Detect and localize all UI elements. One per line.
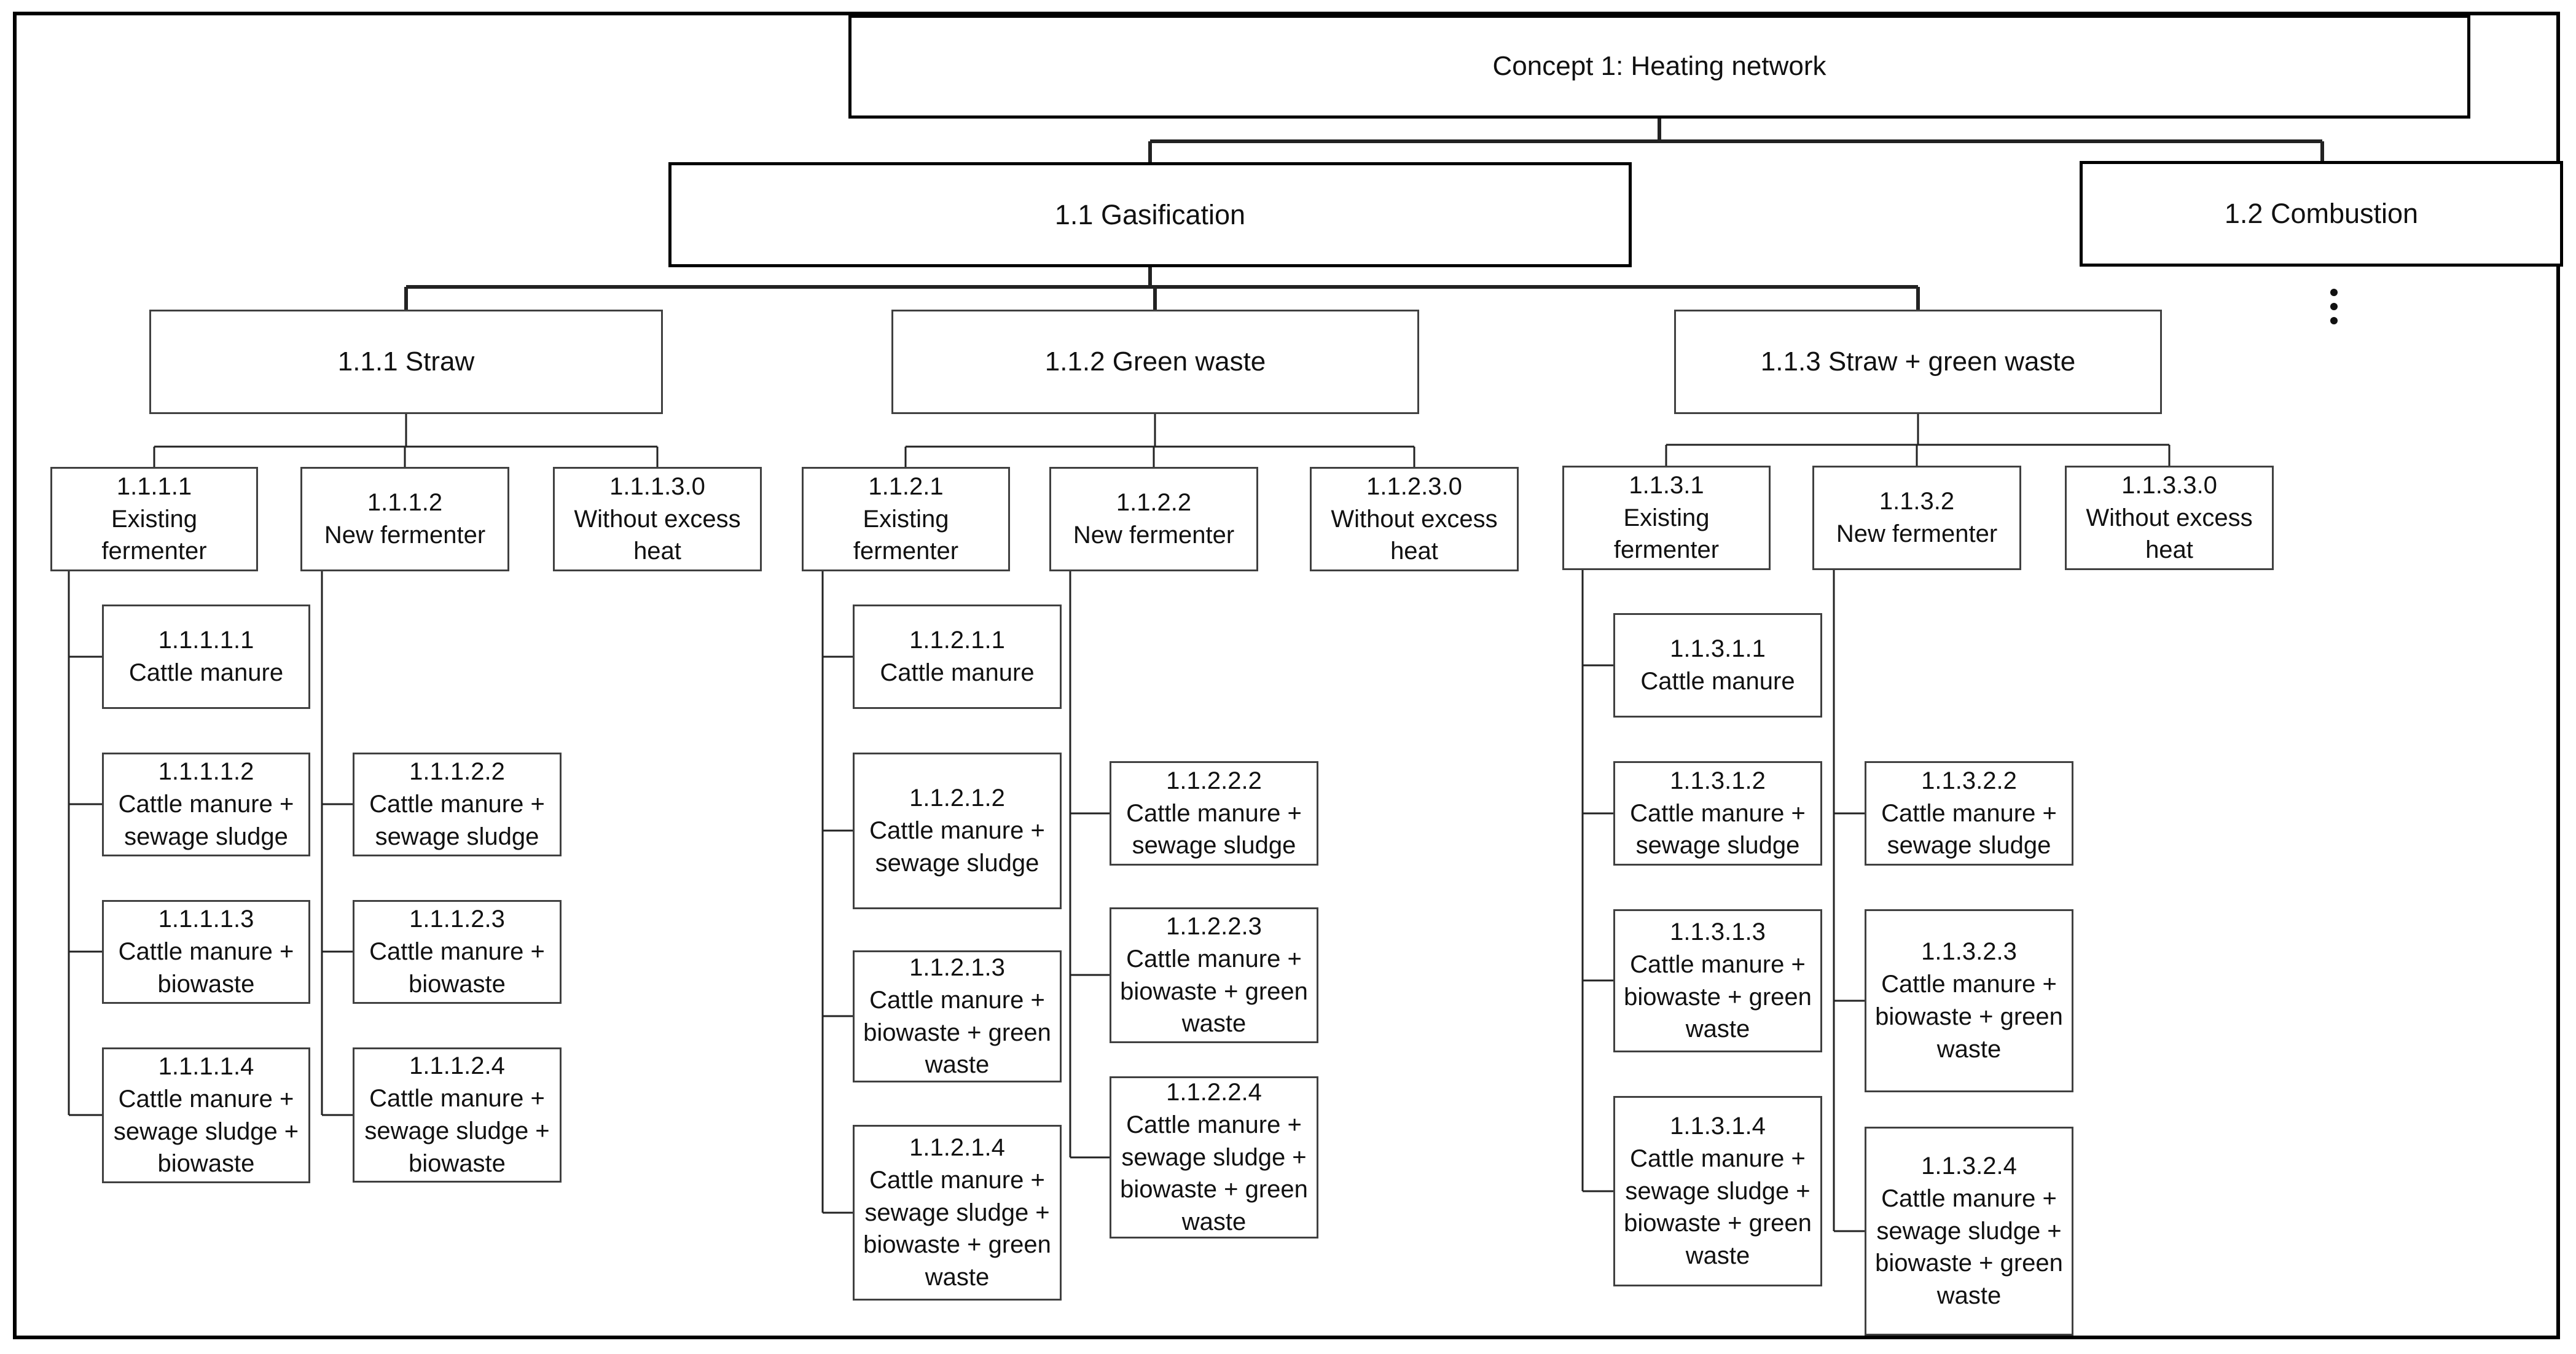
feedstock-label: 1.1.3.2.2 Cattle manure + sewage sludge (1881, 767, 2057, 859)
feedstock-node-1-1-3-2-4: 1.1.3.2.4 Cattle manure + sewage sludge … (1865, 1127, 2073, 1336)
fermenter-node-1-1-2-2: 1.1.2.2 New fermenter (1049, 467, 1258, 571)
fermenter-label: 1.1.3.2 New fermenter (1836, 488, 1998, 547)
feedstock-node-1-1-3-2-3: 1.1.3.2.3 Cattle manure + biowaste + gre… (1865, 909, 2073, 1092)
feedstock-label: 1.1.1.2.4 Cattle manure + sewage sludge … (364, 1052, 550, 1177)
diagram-border (13, 12, 2560, 1339)
combustion-node: 1.2 Combustion (2080, 161, 2563, 267)
feedstock-node-1-1-2-2-3: 1.1.2.2.3 Cattle manure + biowaste + gre… (1110, 907, 1318, 1043)
gasification-node: 1.1 Gasification (668, 162, 1632, 267)
feedstock-label: 1.1.3.2.4 Cattle manure + sewage sludge … (1875, 1152, 2063, 1310)
feedstock-label: 1.1.2.1.2 Cattle manure + sewage sludge (869, 785, 1045, 877)
feedstock-label: 1.1.3.1.2 Cattle manure + sewage sludge (1630, 767, 1806, 859)
feedstock-label: 1.1.2.2.4 Cattle manure + sewage sludge … (1120, 1079, 1308, 1236)
green-waste-label: 1.1.2 Green waste (1044, 346, 1266, 377)
fermenter-node-1-1-2-3-0: 1.1.2.3.0 Without excess heat (1310, 467, 1519, 571)
fermenter-label: 1.1.2.2 New fermenter (1073, 489, 1235, 549)
combustion-label: 1.2 Combustion (2224, 198, 2419, 230)
fermenter-label: 1.1.1.1 Existing fermenter (101, 472, 207, 565)
feedstock-node-1-1-2-2-4: 1.1.2.2.4 Cattle manure + sewage sludge … (1110, 1076, 1318, 1239)
feedstock-label: 1.1.2.2.3 Cattle manure + biowaste + gre… (1120, 912, 1308, 1038)
feedstock-label: 1.1.1.1.4 Cattle manure + sewage sludge … (113, 1052, 299, 1178)
feedstock-label: 1.1.2.1.1 Cattle manure (880, 627, 1035, 686)
straw-node: 1.1.1 Straw (149, 310, 663, 414)
straw-label: 1.1.1 Straw (337, 346, 475, 377)
feedstock-node-1-1-1-1-2: 1.1.1.1.2 Cattle manure + sewage sludge (102, 753, 310, 856)
green-waste-node: 1.1.2 Green waste (891, 310, 1419, 414)
feedstock-label: 1.1.2.1.4 Cattle manure + sewage sludge … (863, 1134, 1051, 1291)
feedstock-label: 1.1.1.1.3 Cattle manure + biowaste (118, 906, 294, 998)
feedstock-label: 1.1.2.2.2 Cattle manure + sewage sludge (1126, 767, 1302, 859)
fermenter-label: 1.1.2.3.0 Without excess heat (1331, 472, 1498, 565)
feedstock-label: 1.1.3.1.3 Cattle manure + biowaste + gre… (1624, 918, 1812, 1043)
root-label: Concept 1: Heating network (1492, 51, 1826, 82)
fermenter-node-1-1-1-1: 1.1.1.1 Existing fermenter (50, 467, 258, 571)
fermenter-label: 1.1.3.3.0 Without excess heat (2086, 471, 2253, 564)
fermenter-node-1-1-3-3-0: 1.1.3.3.0 Without excess heat (2065, 466, 2274, 570)
feedstock-label: 1.1.3.1.1 Cattle manure (1640, 635, 1795, 695)
feedstock-node-1-1-1-2-3: 1.1.1.2.3 Cattle manure + biowaste (353, 900, 562, 1004)
straw-green-waste-node: 1.1.3 Straw + green waste (1674, 310, 2162, 414)
fermenter-label: 1.1.2.1 Existing fermenter (853, 472, 959, 565)
feedstock-node-1-1-1-2-2: 1.1.1.2.2 Cattle manure + sewage sludge (353, 753, 562, 856)
feedstock-label: 1.1.1.1.2 Cattle manure + sewage sludge (118, 758, 294, 850)
fermenter-node-1-1-1-3-0: 1.1.1.3.0 Without excess heat (553, 467, 762, 571)
root-node: Concept 1: Heating network (848, 15, 2470, 119)
fermenter-node-1-1-3-2: 1.1.3.2 New fermenter (1812, 466, 2021, 570)
feedstock-node-1-1-3-1-2: 1.1.3.1.2 Cattle manure + sewage sludge (1613, 761, 1822, 866)
fermenter-label: 1.1.1.3.0 Without excess heat (574, 472, 741, 565)
fermenter-node-1-1-3-1: 1.1.3.1 Existing fermenter (1562, 466, 1771, 570)
feedstock-label: 1.1.2.1.3 Cattle manure + biowaste + gre… (863, 953, 1051, 1079)
feedstock-label: 1.1.3.2.3 Cattle manure + biowaste + gre… (1875, 938, 2063, 1063)
feedstock-node-1-1-2-1-3: 1.1.2.1.3 Cattle manure + biowaste + gre… (853, 950, 1062, 1082)
fermenter-node-1-1-1-2: 1.1.1.2 New fermenter (300, 467, 509, 571)
feedstock-node-1-1-3-1-1: 1.1.3.1.1 Cattle manure (1613, 613, 1822, 718)
feedstock-label: 1.1.3.1.4 Cattle manure + sewage sludge … (1624, 1113, 1812, 1270)
feedstock-label: 1.1.1.1.1 Cattle manure (128, 627, 284, 686)
feedstock-node-1-1-2-1-4: 1.1.2.1.4 Cattle manure + sewage sludge … (853, 1125, 1062, 1301)
feedstock-node-1-1-3-1-4: 1.1.3.1.4 Cattle manure + sewage sludge … (1613, 1096, 1822, 1286)
feedstock-node-1-1-2-1-2: 1.1.2.1.2 Cattle manure + sewage sludge (853, 753, 1062, 909)
straw-green-waste-label: 1.1.3 Straw + green waste (1760, 346, 2076, 377)
feedstock-node-1-1-1-1-3: 1.1.1.1.3 Cattle manure + biowaste (102, 900, 310, 1004)
feedstock-node-1-1-3-1-3: 1.1.3.1.3 Cattle manure + biowaste + gre… (1613, 909, 1822, 1052)
fermenter-node-1-1-2-1: 1.1.2.1 Existing fermenter (802, 467, 1010, 571)
feedstock-node-1-1-2-1-1: 1.1.2.1.1 Cattle manure (853, 605, 1062, 709)
more-branches-ellipsis-icon (2322, 289, 2346, 338)
feedstock-label: 1.1.1.2.2 Cattle manure + sewage sludge (369, 758, 545, 850)
feedstock-label: 1.1.1.2.3 Cattle manure + biowaste (369, 906, 545, 998)
feedstock-node-1-1-1-1-1: 1.1.1.1.1 Cattle manure (102, 605, 310, 709)
gasification-label: 1.1 Gasification (1054, 198, 1246, 230)
feedstock-node-1-1-1-2-4: 1.1.1.2.4 Cattle manure + sewage sludge … (353, 1047, 562, 1183)
feedstock-node-1-1-3-2-2: 1.1.3.2.2 Cattle manure + sewage sludge (1865, 761, 2073, 866)
feedstock-node-1-1-2-2-2: 1.1.2.2.2 Cattle manure + sewage sludge (1110, 761, 1318, 866)
fermenter-label: 1.1.1.2 New fermenter (324, 489, 486, 549)
fermenter-label: 1.1.3.1 Existing fermenter (1613, 471, 1720, 564)
feedstock-node-1-1-1-1-4: 1.1.1.1.4 Cattle manure + sewage sludge … (102, 1047, 310, 1183)
